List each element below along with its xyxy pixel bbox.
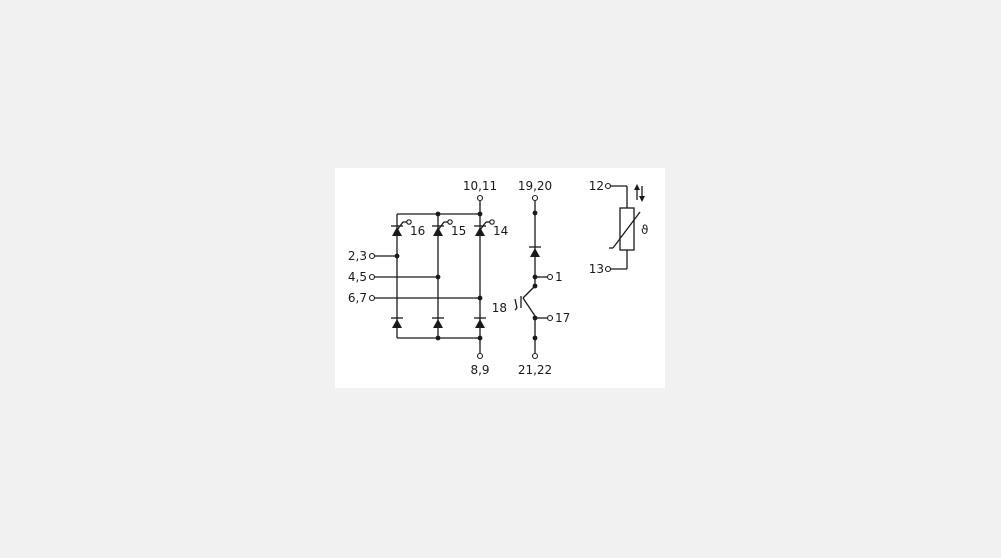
junction-dot <box>435 274 441 280</box>
junction-dot <box>435 335 441 341</box>
circuit-diagram: 10,11 8,9 2,3 4,5 6,7 16 15 14 <box>348 179 649 377</box>
junction-dot <box>532 210 538 216</box>
label-17: 17 <box>555 311 570 325</box>
diode-lower-1 <box>391 317 403 328</box>
diode-lower-3 <box>474 317 486 328</box>
label-2-3: 2,3 <box>348 249 367 263</box>
junction-dot <box>532 335 538 341</box>
thyristor-upper-1 <box>391 221 407 236</box>
terminal-1 <box>546 273 554 281</box>
terminal-13 <box>604 265 612 273</box>
label-4-5: 4,5 <box>348 270 367 284</box>
junction-dot <box>532 274 538 280</box>
junction-dot <box>532 315 538 321</box>
terminal-8-9 <box>476 352 484 360</box>
label-12: 12 <box>589 179 604 193</box>
label-1: 1 <box>555 270 563 284</box>
diode-lower-2 <box>432 317 444 328</box>
label-21-22: 21,22 <box>518 363 552 377</box>
label-16: 16 <box>410 224 425 238</box>
terminal-16 <box>406 219 412 225</box>
junction-dot <box>477 335 483 341</box>
thyristor-upper-2 <box>432 221 448 236</box>
junction-dot <box>532 283 538 289</box>
thyristor-upper-3 <box>474 221 490 236</box>
junction-dot <box>477 295 483 301</box>
label-8-9: 8,9 <box>470 363 489 377</box>
terminal-12 <box>604 182 612 190</box>
terminal-19-20 <box>531 194 539 202</box>
label-15: 15 <box>451 224 466 238</box>
schematic-panel: 10,11 8,9 2,3 4,5 6,7 16 15 14 <box>335 168 665 388</box>
label-19-20: 19,20 <box>518 179 552 193</box>
theta-symbol: ϑ <box>641 223 648 237</box>
terminal-4-5 <box>368 273 376 281</box>
terminal-10-11 <box>476 194 484 202</box>
label-13: 13 <box>589 262 604 276</box>
rectifier-bridge: 10,11 8,9 2,3 4,5 6,7 16 15 14 <box>348 179 508 377</box>
terminal-17 <box>546 314 554 322</box>
label-6-7: 6,7 <box>348 291 367 305</box>
terminal-15 <box>447 219 453 225</box>
label-18: 18 <box>492 301 507 315</box>
junction-dot <box>394 253 400 259</box>
ntc-thermistor: 12 13 ϑ <box>589 179 649 276</box>
label-14: 14 <box>493 224 508 238</box>
terminal-21-22 <box>531 352 539 360</box>
igbt-section: 19,20 21,22 1 17 18 <box>492 179 571 377</box>
label-10-11: 10,11 <box>463 179 497 193</box>
junction-dot <box>435 211 441 217</box>
terminal-6-7 <box>368 294 376 302</box>
junction-dot <box>477 211 483 217</box>
terminal-14 <box>489 219 495 225</box>
terminal-2-3 <box>368 252 376 260</box>
